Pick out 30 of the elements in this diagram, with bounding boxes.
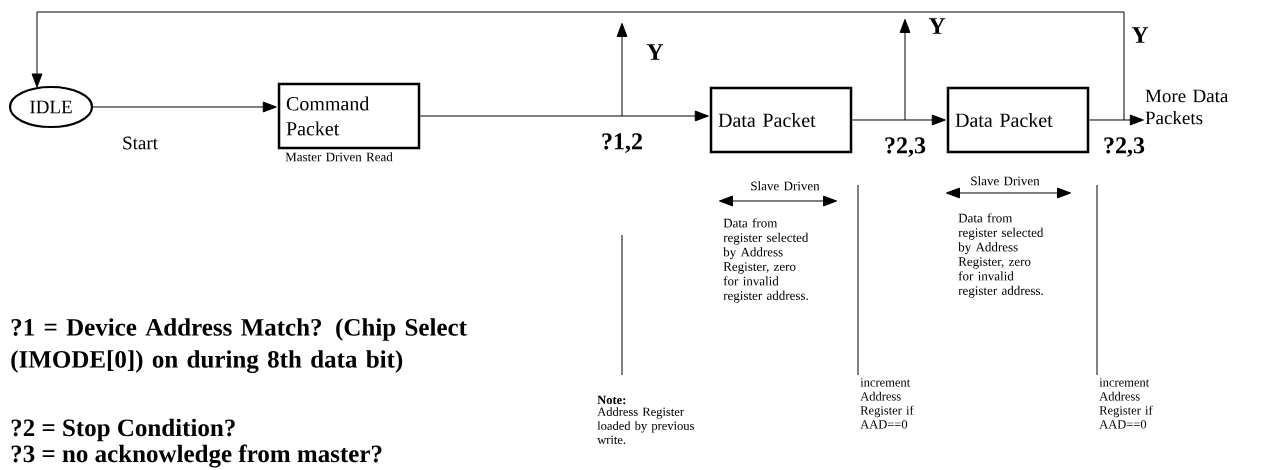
arrow (616, 22, 628, 117)
condition-text: ?3 = no acknowledge from master? (11, 444, 382, 468)
caption-text: Slave Driven (971, 176, 1040, 186)
packet-box: Command Packet (277, 82, 421, 150)
arrow (621, 110, 709, 122)
condition-text: ?2 = Stop Condition? (11, 418, 235, 442)
packet-box: Data Packet (946, 86, 1090, 154)
caption-text: Master Driven Read (285, 152, 393, 162)
decision-label: ?2,3 (1104, 137, 1145, 157)
note-text: Data from register selected by Address Register, zero for invalid register address. (958, 213, 1044, 298)
condition-text: ?1 = Device Address Match? (Chip Select (IMODE[0]) on during 8th data bit) (11, 318, 467, 374)
packet-box: Data Packet (709, 86, 853, 154)
note-text: increment Address Register if AAD==0 (860, 378, 914, 429)
edge-label: Start (121, 135, 159, 151)
note-text: Address Register loaded by previous write. (597, 407, 694, 445)
arrow (1123, 114, 1144, 126)
edge-label: Y (645, 43, 665, 61)
decision-label: ?2,3 (885, 137, 926, 157)
note-text: Data from register selected by Address Register, zero for invalid register address. (723, 218, 809, 303)
arrow (31, 11, 1125, 121)
arrow (899, 18, 911, 121)
note-text: increment Address Register if AAD==0 (1099, 378, 1153, 429)
arrow (904, 114, 946, 126)
note-heading: Note: (597, 395, 626, 405)
node-text: More Data Packets (1145, 89, 1229, 125)
edge-label: Y (927, 17, 947, 35)
edge-label: Y (1130, 26, 1150, 44)
arrow (92, 101, 277, 113)
decision-label: ?1,2 (602, 133, 642, 153)
caption-text: Slave Driven (751, 181, 820, 191)
